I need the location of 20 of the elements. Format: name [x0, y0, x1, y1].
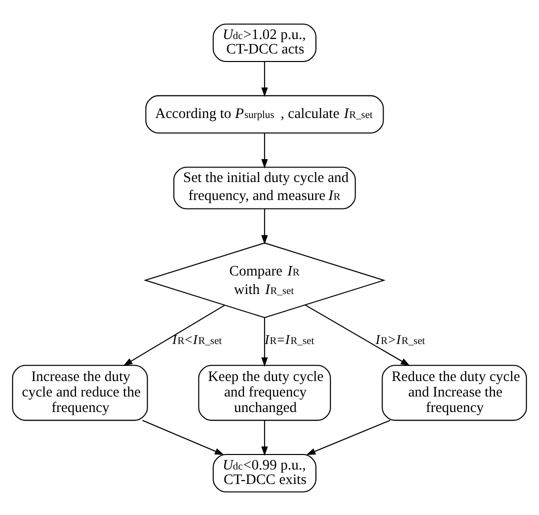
node-box: Reduce the duty cycle and Increase the frequency [382, 364, 527, 420]
arrow [306, 419, 390, 455]
arrow [261, 61, 268, 96]
node-box: Udc<0.99 p.u., CT-DCC exits [212, 454, 316, 492]
node-box: Udc>1.02 p.u., CT-DCC acts [212, 23, 316, 62]
arrow [261, 420, 268, 456]
edge-label: IR<IR_set [172, 331, 222, 346]
arrow [261, 317, 268, 366]
node-diamond: Compare IR with IR_set [144, 242, 386, 318]
arrow [305, 304, 410, 366]
arrow [261, 208, 268, 244]
node-box: According to Psurplus , calculate IR_set [145, 94, 384, 134]
edge-label: IR=IR_set [264, 331, 314, 346]
arrow [123, 304, 225, 366]
arrow [142, 419, 224, 455]
node-box: Set the initial duty cycle and frequency, and measure IR [173, 166, 356, 209]
node-box: Increase the duty cycle and reduce the frequency [12, 364, 148, 420]
edge-label: IR>IR_set [376, 331, 426, 346]
node-box: Keep the duty cycle and frequency unchanged [198, 364, 331, 420]
arrow [261, 132, 268, 168]
